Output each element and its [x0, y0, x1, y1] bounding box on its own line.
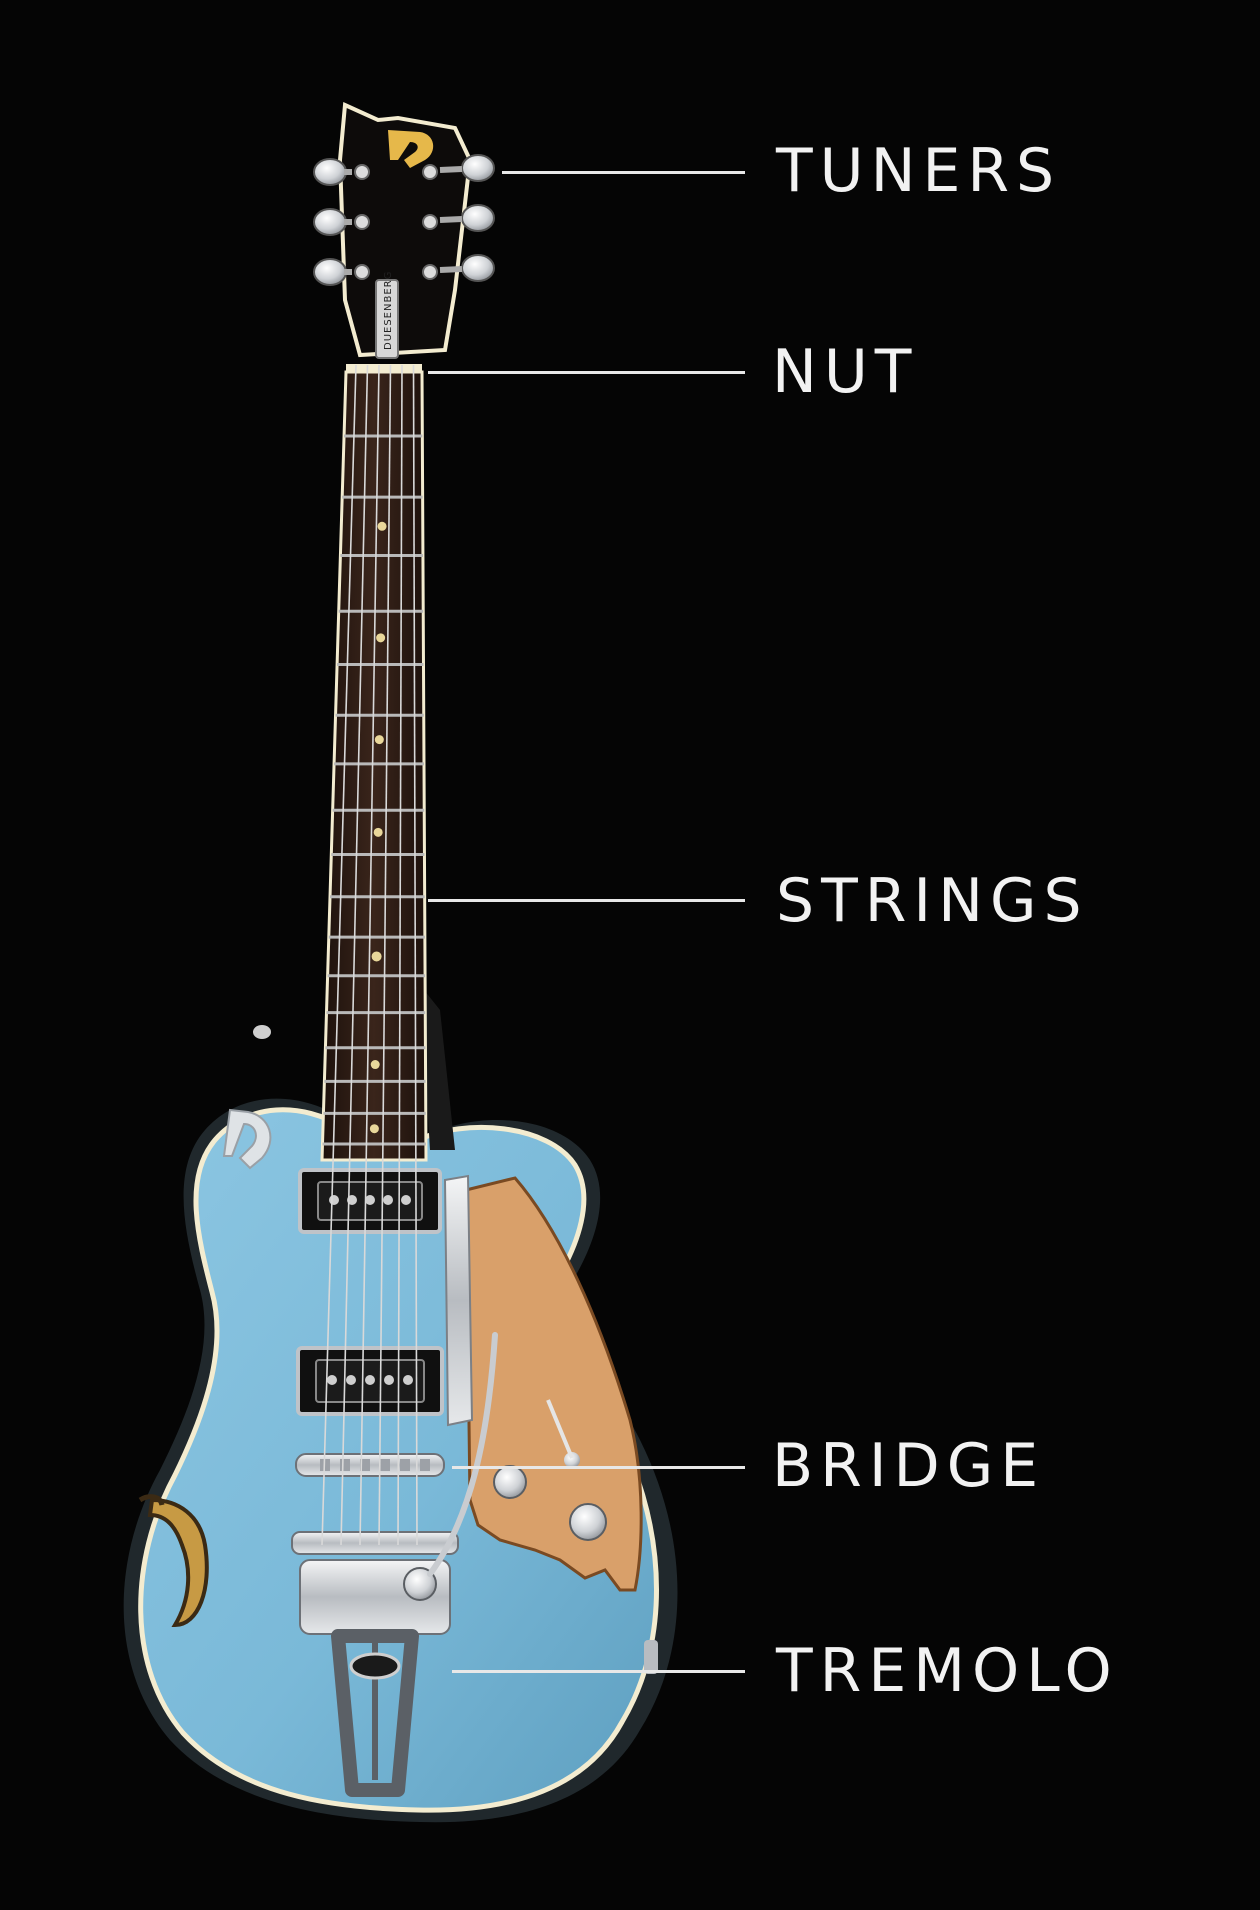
inlay-dot: [374, 735, 384, 745]
frets: [322, 434, 426, 1146]
inlay-dot: [370, 1060, 380, 1070]
string: [397, 364, 403, 1546]
headstock-logo: [388, 130, 434, 168]
string: [378, 364, 392, 1546]
output-jack: [644, 1640, 658, 1674]
string: [412, 364, 418, 1546]
headstock-brand: DUESENBERG: [383, 271, 394, 350]
f-hole: [147, 1497, 209, 1628]
center-plate: [443, 1174, 474, 1427]
inlay-dot: [376, 633, 386, 643]
tuner-buttons: [313, 154, 495, 286]
tremolo-logo: [349, 1652, 401, 1680]
neck-pickup: [298, 1168, 442, 1234]
switch-knob: [564, 1452, 580, 1468]
inlay-dot: [373, 827, 383, 837]
body-logo: [222, 1108, 272, 1170]
tremolo-arm: [427, 1332, 498, 1577]
string: [321, 364, 357, 1546]
inlay-dot: [371, 951, 382, 962]
string: [340, 364, 369, 1546]
strap-button: [253, 1025, 271, 1039]
nut: [346, 364, 422, 372]
volume-knob: [493, 1465, 527, 1499]
bridge-pickup: [296, 1346, 444, 1416]
truss-rod-cover: [375, 279, 399, 359]
bridge: [295, 1453, 445, 1477]
fretboard: [320, 370, 428, 1162]
string: [359, 364, 380, 1546]
strings: [321, 364, 418, 1546]
inlay-dot: [369, 1124, 379, 1134]
headstock: [337, 102, 473, 358]
tone-knob: [569, 1503, 607, 1541]
fret-inlays: [369, 521, 387, 1134]
inlay-dot: [377, 521, 387, 531]
tremolo: [291, 1332, 498, 1797]
tuner-posts: [354, 164, 438, 280]
